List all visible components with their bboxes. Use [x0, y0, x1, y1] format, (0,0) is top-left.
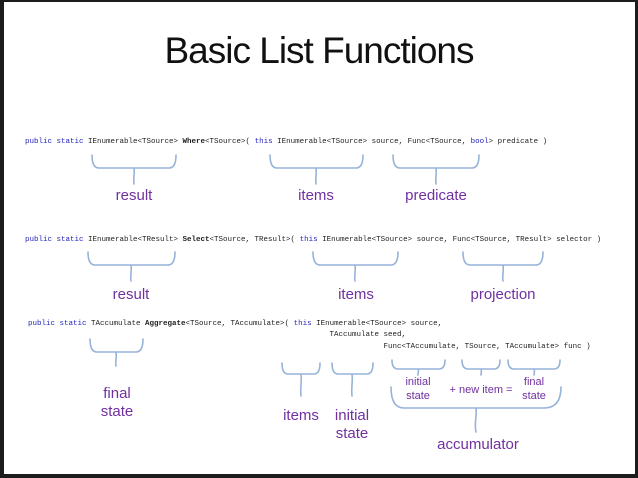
code-aggregate-signature: public static TAccumulate Aggregate<TSou…	[28, 320, 591, 351]
slide-title: Basic List Functions	[164, 30, 474, 71]
label-acc-plus-new-item: + new item =	[449, 384, 513, 396]
label-where-items: items	[298, 187, 334, 204]
label-select-projection: projection	[470, 286, 536, 303]
label-acc-final-state: final state	[522, 376, 546, 402]
label-where-result: result	[115, 187, 153, 204]
label-accumulator: accumulator	[437, 436, 519, 453]
label-aggregate-final-state: final state	[100, 385, 134, 420]
label-aggregate-initial-state: initial state	[334, 407, 370, 442]
label-where-predicate: predicate	[405, 187, 467, 204]
code-select-signature: public static IEnumerable<TResult> Selec…	[25, 236, 602, 244]
code-where-signature: public static IEnumerable<TSource> Where…	[25, 138, 548, 146]
label-aggregate-items: items	[283, 407, 319, 424]
label-select-result: result	[112, 286, 150, 303]
label-select-items: items	[338, 286, 374, 303]
label-acc-initial-state: initial state	[405, 376, 431, 402]
